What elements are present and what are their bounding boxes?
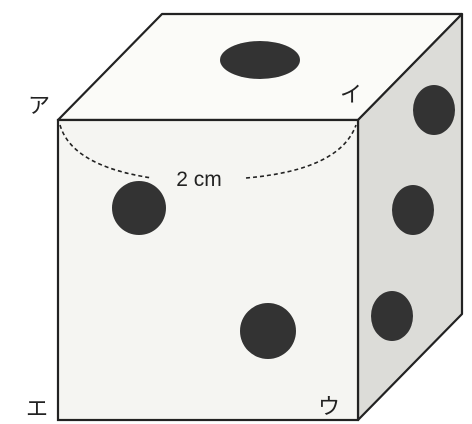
- vertex-label-e: エ: [26, 397, 48, 422]
- edge-length-label: 2 cm: [176, 168, 222, 191]
- front-face-pip: [240, 303, 296, 359]
- right-face-pip: [392, 185, 434, 235]
- front-face-pip: [112, 181, 166, 235]
- cube-front-face: [56, 118, 360, 422]
- vertex-label-a: ア: [28, 94, 50, 119]
- vertex-label-i: イ: [340, 83, 362, 108]
- right-face-pip: [413, 85, 455, 135]
- edge-measure-arc: [59, 124, 153, 179]
- vertex-label-u: ウ: [318, 395, 340, 420]
- top-face-pip: [220, 41, 300, 79]
- right-face-pip: [371, 291, 413, 341]
